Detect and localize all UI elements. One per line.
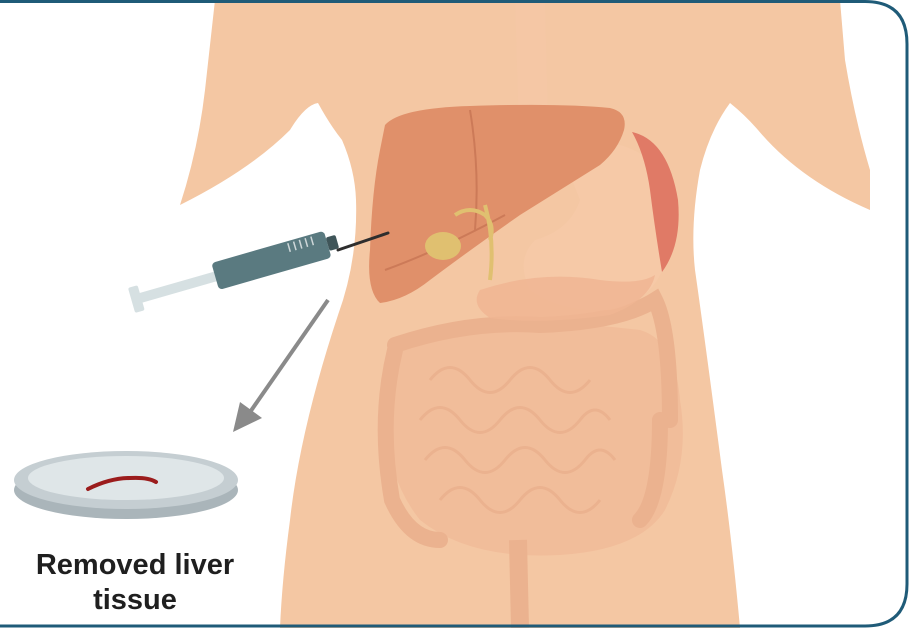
caption-line-2: tissue: [0, 583, 270, 618]
gallbladder-icon: [425, 232, 461, 260]
petri-dish-icon: [14, 451, 238, 519]
syringe-icon: [128, 228, 341, 314]
caption: Removed liver tissue: [0, 548, 270, 618]
caption-line-1: Removed liver: [0, 548, 270, 583]
syringe-plunger: [138, 270, 222, 303]
syringe-barrel: [211, 231, 331, 290]
